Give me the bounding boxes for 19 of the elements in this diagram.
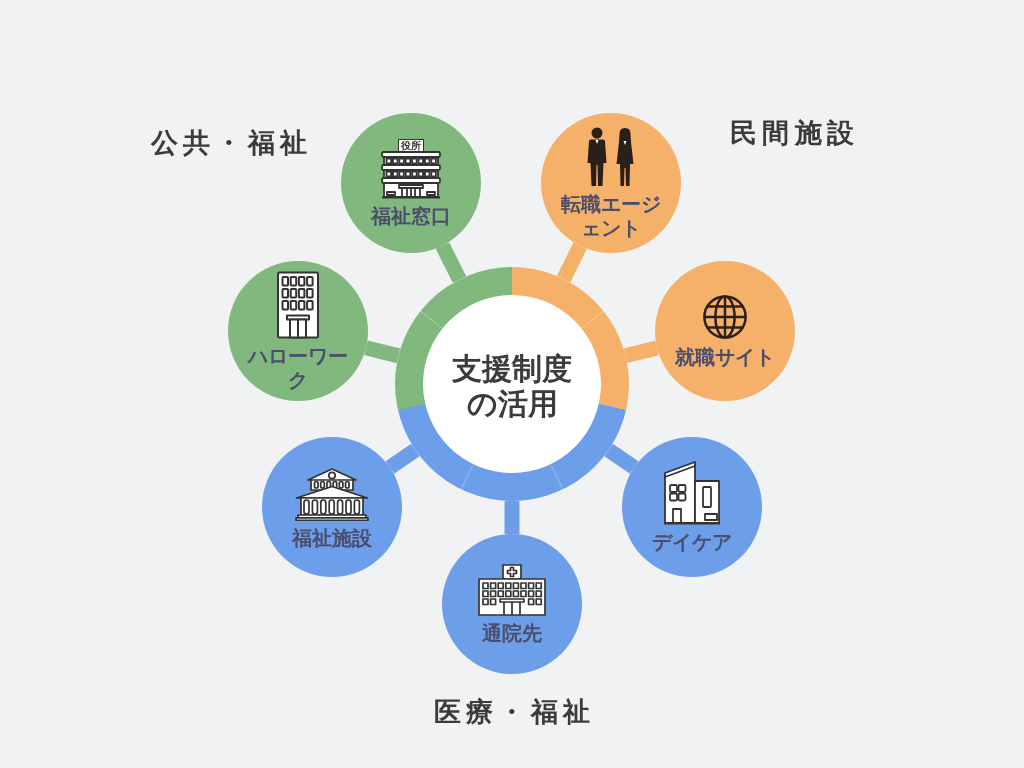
- connector-line: [604, 443, 639, 474]
- topic-label: ハローワーク: [246, 343, 349, 392]
- topic-label: 通院先: [482, 620, 542, 645]
- topic-label: 福祉施設: [292, 526, 372, 550]
- connector-line: [504, 501, 520, 534]
- connector-line: [623, 340, 659, 363]
- topic-label: 福祉窓口: [371, 203, 451, 228]
- connector-line: [556, 242, 587, 283]
- topic-label: デイケア: [652, 529, 732, 554]
- hub-title: 支援制度の活用: [452, 350, 572, 422]
- topic-label: 就職サイト: [675, 344, 775, 369]
- group-heading: 公共・福祉: [149, 126, 313, 160]
- group-heading: 医療・福祉: [432, 695, 596, 729]
- group-heading: 民間施設: [728, 116, 860, 150]
- sign-label: 役所: [398, 138, 424, 152]
- topic-label: 転職エージェント: [560, 191, 662, 240]
- connector-line: [435, 242, 467, 283]
- connector-line: [385, 443, 420, 474]
- connector-line: [364, 340, 401, 364]
